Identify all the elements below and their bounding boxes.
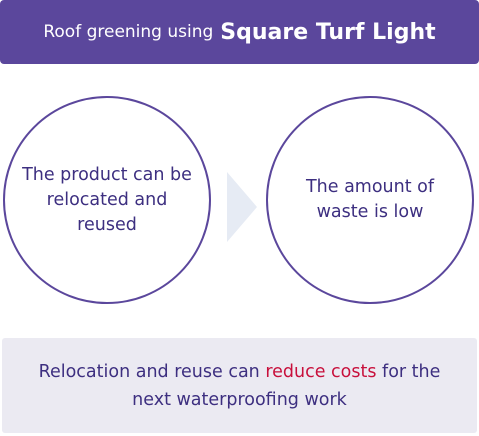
title-product-name: Square Turf Light xyxy=(220,19,436,45)
conclusion-text: Relocation and reuse can reduce costs fo… xyxy=(20,358,460,414)
conclusion-box: Relocation and reuse can reduce costs fo… xyxy=(2,338,477,433)
title-banner: Roof greening using Square Turf Light xyxy=(0,0,479,64)
benefit-circle-relocation: The product can be relocated and reused xyxy=(3,96,211,304)
conclusion-text-end: for the next waterproofing work xyxy=(132,361,441,410)
benefit-circle-waste: The amount of waste is low xyxy=(266,96,474,304)
title-prefix: Roof greening using xyxy=(43,22,214,42)
conclusion-highlight: reduce costs xyxy=(265,361,377,382)
conclusion-text-start: Relocation and reuse can xyxy=(38,361,266,382)
benefit-text-waste: The amount of waste is low xyxy=(305,177,435,222)
chevron-right-icon xyxy=(227,172,257,242)
benefit-text-relocation: The product can be relocated and reused xyxy=(22,164,192,235)
